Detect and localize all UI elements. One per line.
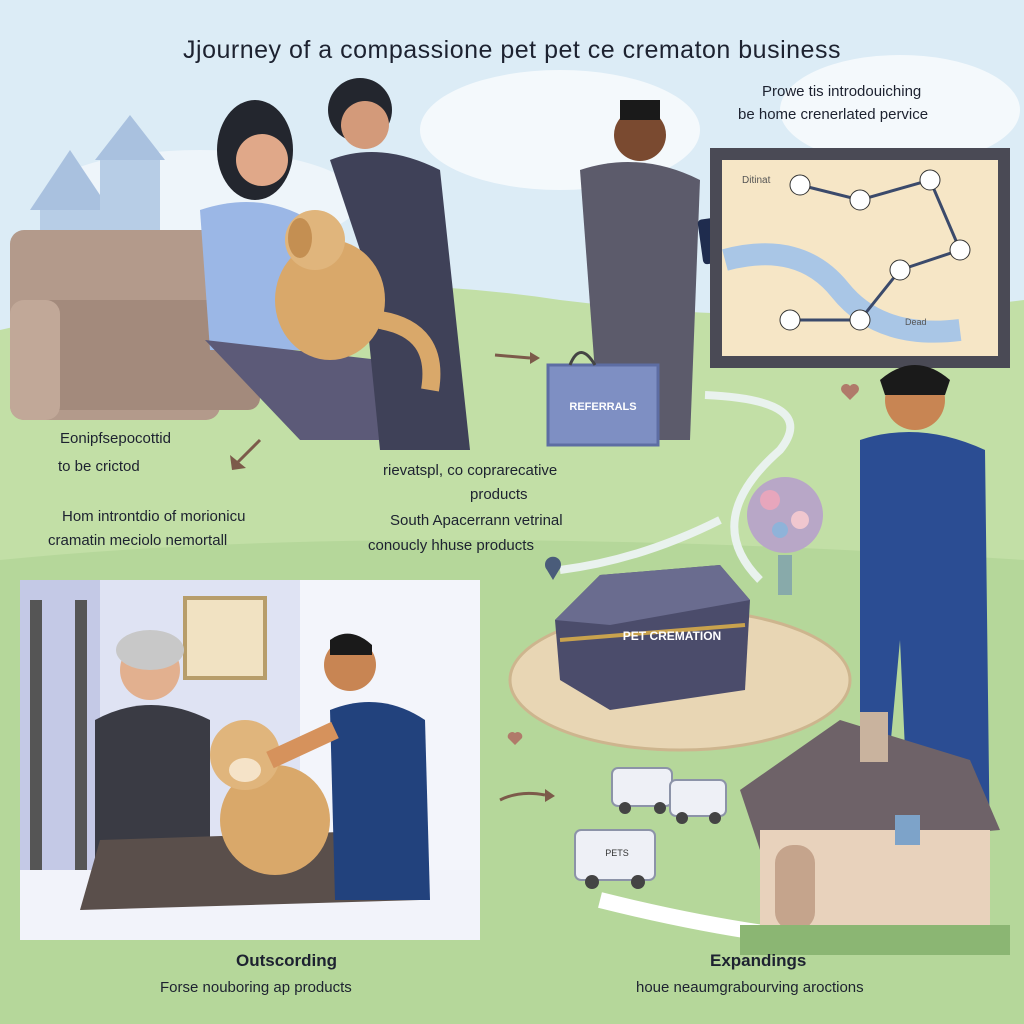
home-house [740,712,1000,930]
arrow-right-icon [530,352,540,364]
assistant-blue-shirt [266,633,430,900]
middle-caption-line1: rievatspl, co coprarecative [383,462,558,479]
middle-caption-line4: conoucly hhuse products [368,537,534,554]
lawn-hedge [740,925,1010,955]
left-caption-line2: to be crictod [58,458,140,475]
golden-dog-at-vet [210,720,330,875]
middle-caption-line3: South Apacerrann vetrinal [390,512,563,529]
top-right-caption-line1: Prowe tis introdouiching [762,83,922,100]
bottom-left-subtext: Forse nouboring ap products [160,979,352,996]
bottom-right-heading: Expandings [710,951,807,970]
couch [10,230,260,420]
businessman-flowers [747,365,990,860]
bag-label: REFERRALS [569,401,636,413]
arrow-down-left-icon [233,438,262,467]
map-title-label: Ditinat [742,175,771,186]
delivery-van [611,767,673,814]
left-caption-line1: Eonipfsepocottid [60,430,171,447]
map-note-label: Dead [905,317,927,327]
journey-path [559,516,722,574]
page-title: Jjourney of a compassione pet pet ce cre… [183,36,841,64]
referral-bag [546,351,660,447]
veterinarian [95,630,210,880]
memorial-caption-line2: cramatin meciolo nemortall [48,532,228,549]
cremation-urn-building [508,565,852,752]
arrow-right-icon [494,353,531,360]
cloud [780,55,1020,165]
memorial-caption-line1: Hom introntdio of morionicu [62,508,246,525]
arrow-down-left-icon [230,455,246,470]
arrow-right-icon [499,791,546,802]
golden-dog-on-couch [275,210,441,392]
bottom-left-heading: Outscording [236,951,338,970]
heart-icon [507,732,523,745]
arrow-right-icon [545,789,555,802]
bottom-right-subtext: houe neaumgrabourving aroctions [636,979,864,996]
journey-path [704,391,795,583]
van-label: PETS [605,848,629,858]
location-pin-icon [544,556,561,580]
heart-icon [841,384,859,400]
route-map-board [710,148,1010,368]
top-right-caption-line2: be home crenerlated pervice [738,106,929,123]
delivery-van [669,779,727,824]
urn-label: PET CREMATION [623,629,721,643]
delivery-van [574,829,656,889]
middle-caption-line2: products [470,486,528,503]
